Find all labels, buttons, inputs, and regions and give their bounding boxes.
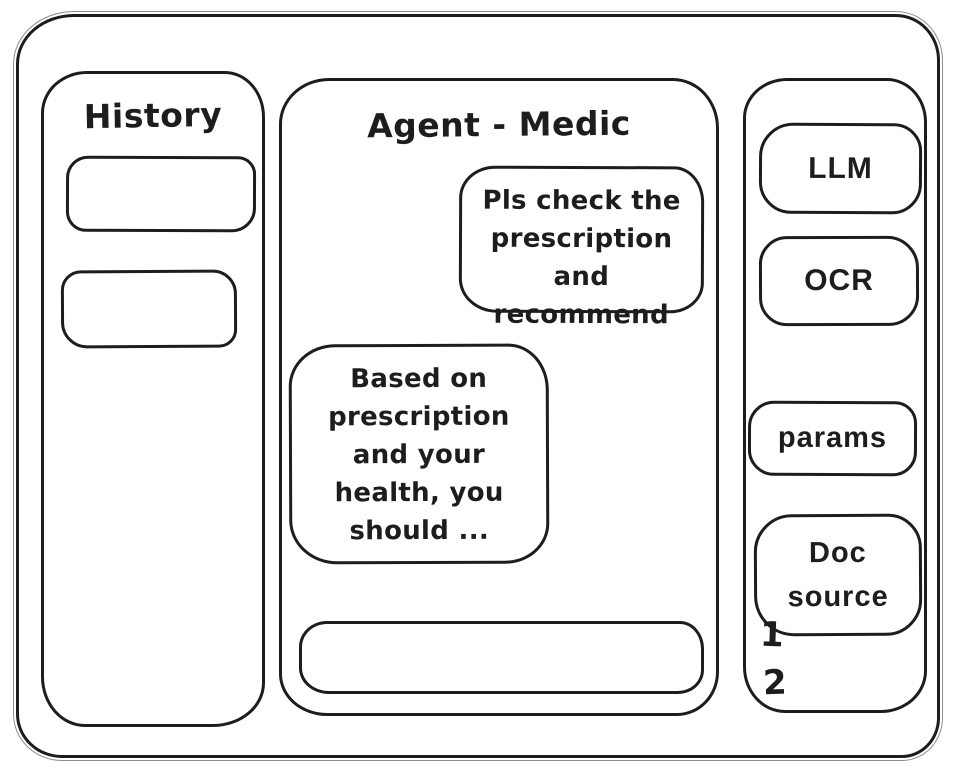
history-item[interactable] [60, 269, 238, 349]
message-line: health, you [334, 477, 504, 509]
window-frame: History Agent - Medic Pls check the pres… [13, 11, 943, 761]
message-line: and your [352, 439, 486, 471]
ocr-button[interactable]: OCR [758, 235, 920, 327]
message-line: Based on [350, 363, 488, 395]
source-number-2: 2 [762, 662, 788, 704]
doc-source-label-line: source [787, 580, 889, 614]
tools-panel: LLM OCR params Doc source 1 2 [743, 78, 927, 713]
message-input[interactable] [299, 621, 704, 694]
doc-source-label-line: Doc [808, 536, 867, 570]
message-line: prescription [490, 223, 673, 255]
params-button[interactable]: params [747, 400, 918, 477]
agent-message-bubble: Based on prescription and your health, y… [288, 343, 550, 565]
history-panel: History [41, 71, 265, 727]
message-line: should ... [349, 515, 490, 547]
user-message-bubble: Pls check the prescription and recommend [458, 165, 705, 330]
message-line: prescription [328, 401, 510, 433]
history-item[interactable] [65, 155, 257, 233]
llm-button[interactable]: LLM [758, 122, 923, 215]
chat-panel: Agent - Medic Pls check the prescription… [279, 78, 719, 716]
history-title: History [83, 94, 223, 137]
message-line: and recommend [493, 261, 669, 331]
source-number-1: 1 [759, 614, 785, 656]
chat-title: Agent - Medic [366, 103, 632, 146]
message-line: Pls check the [482, 185, 681, 217]
